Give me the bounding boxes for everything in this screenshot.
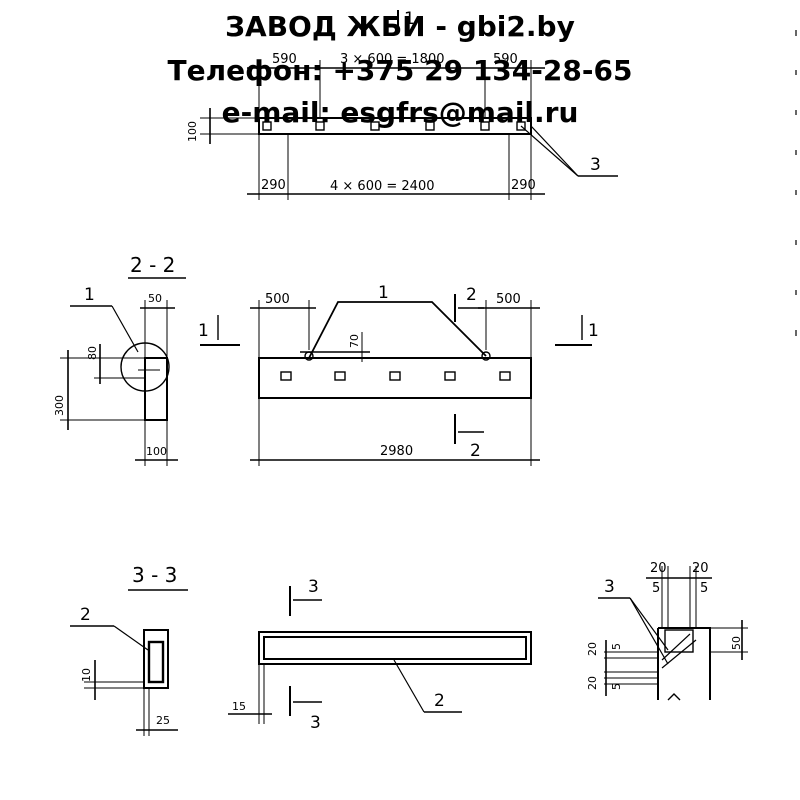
plate-cut-3-top: 3 xyxy=(308,577,319,597)
section-3-3: 3 - 3 2 10 25 xyxy=(70,563,188,736)
plate-dim-15: 15 xyxy=(232,700,246,713)
plate-callout-2: 2 xyxy=(434,691,445,711)
plate-inner xyxy=(263,636,527,660)
top-plates xyxy=(262,121,526,131)
front-cut-1-left: 1 xyxy=(198,321,209,341)
section-2-2-callout-1: 1 xyxy=(84,285,95,305)
top-dim-left: 590 xyxy=(272,52,297,67)
section-2-2-dim-100: 100 xyxy=(146,445,167,458)
front-beam-outline xyxy=(258,357,532,399)
front-cut-2-top: 2 xyxy=(466,285,477,305)
section-3-3-inner xyxy=(147,640,165,684)
top-view: 590 3 × 600 = 1800 590 100 290 4 × 600 =… xyxy=(186,9,618,200)
detail-dim-20-a: 20 xyxy=(650,561,667,576)
detail-dim-20-b: 20 xyxy=(692,561,709,576)
front-dim-length: 2980 xyxy=(380,444,413,459)
top-dim-height: 100 xyxy=(186,121,199,142)
section-2-2-title: 2 - 2 xyxy=(130,253,175,277)
section-3-3-dim-10: 10 xyxy=(80,668,93,682)
top-callout-3: 3 xyxy=(590,155,601,175)
detail-dim-5-b: 5 xyxy=(700,581,708,596)
detail-view: 3 20 20 5 5 50 20 5 20 5 xyxy=(586,561,748,701)
front-plates xyxy=(280,371,511,381)
top-dim-right: 590 xyxy=(493,52,518,67)
front-cut-2-bottom: 2 xyxy=(470,441,481,461)
plate-outer xyxy=(258,631,532,665)
plate-view: 3 3 2 15 xyxy=(228,577,532,733)
front-callout-1: 1 xyxy=(378,283,389,303)
section-2-2-dim-80: 80 xyxy=(86,346,99,360)
top-cut-1: 1 xyxy=(404,9,415,29)
section-2-2-dim-300: 300 xyxy=(53,395,66,416)
front-dim-right: 500 xyxy=(496,292,521,307)
top-dim-bottom-right: 290 xyxy=(511,178,536,193)
top-dim-bottom-left: 290 xyxy=(261,178,286,193)
detail-dim-5-d: 5 xyxy=(610,683,623,690)
detail-dim-20-d: 20 xyxy=(586,676,599,690)
detail-dim-5-c: 5 xyxy=(610,643,623,650)
section-3-3-outer xyxy=(143,629,169,689)
top-dim-middle: 3 × 600 = 1800 xyxy=(340,52,444,67)
section-3-3-callout-2: 2 xyxy=(80,605,91,625)
top-dim-bottom-middle: 4 × 600 = 2400 xyxy=(330,179,434,194)
detail-dim-20-c: 20 xyxy=(586,642,599,656)
front-cut-1-right: 1 xyxy=(588,321,599,341)
detail-dim-5-a: 5 xyxy=(652,581,660,596)
front-view: 1 500 500 70 2980 1 1 2 2 xyxy=(198,283,599,466)
watermark-phone: Телефон: +375 29 134-28-65 xyxy=(167,54,633,87)
front-dim-70: 70 xyxy=(348,334,361,348)
detail-callout-3: 3 xyxy=(604,577,615,597)
section-3-3-dim-25: 25 xyxy=(156,714,170,727)
detail-dim-50: 50 xyxy=(730,636,743,650)
watermark-email: e-mail: esgfrs@mail.ru xyxy=(221,96,579,129)
front-dim-left: 500 xyxy=(265,292,290,307)
lifting-loop xyxy=(308,301,487,359)
section-2-2-dim-50: 50 xyxy=(148,292,162,305)
section-2-2: 2 - 2 1 50 80 300 100 xyxy=(53,253,186,466)
watermark-title: ЗАВОД ЖБИ - gbi2.by xyxy=(225,10,575,43)
section-3-3-title: 3 - 3 xyxy=(132,563,177,587)
plate-cut-3-bottom: 3 xyxy=(310,713,321,733)
